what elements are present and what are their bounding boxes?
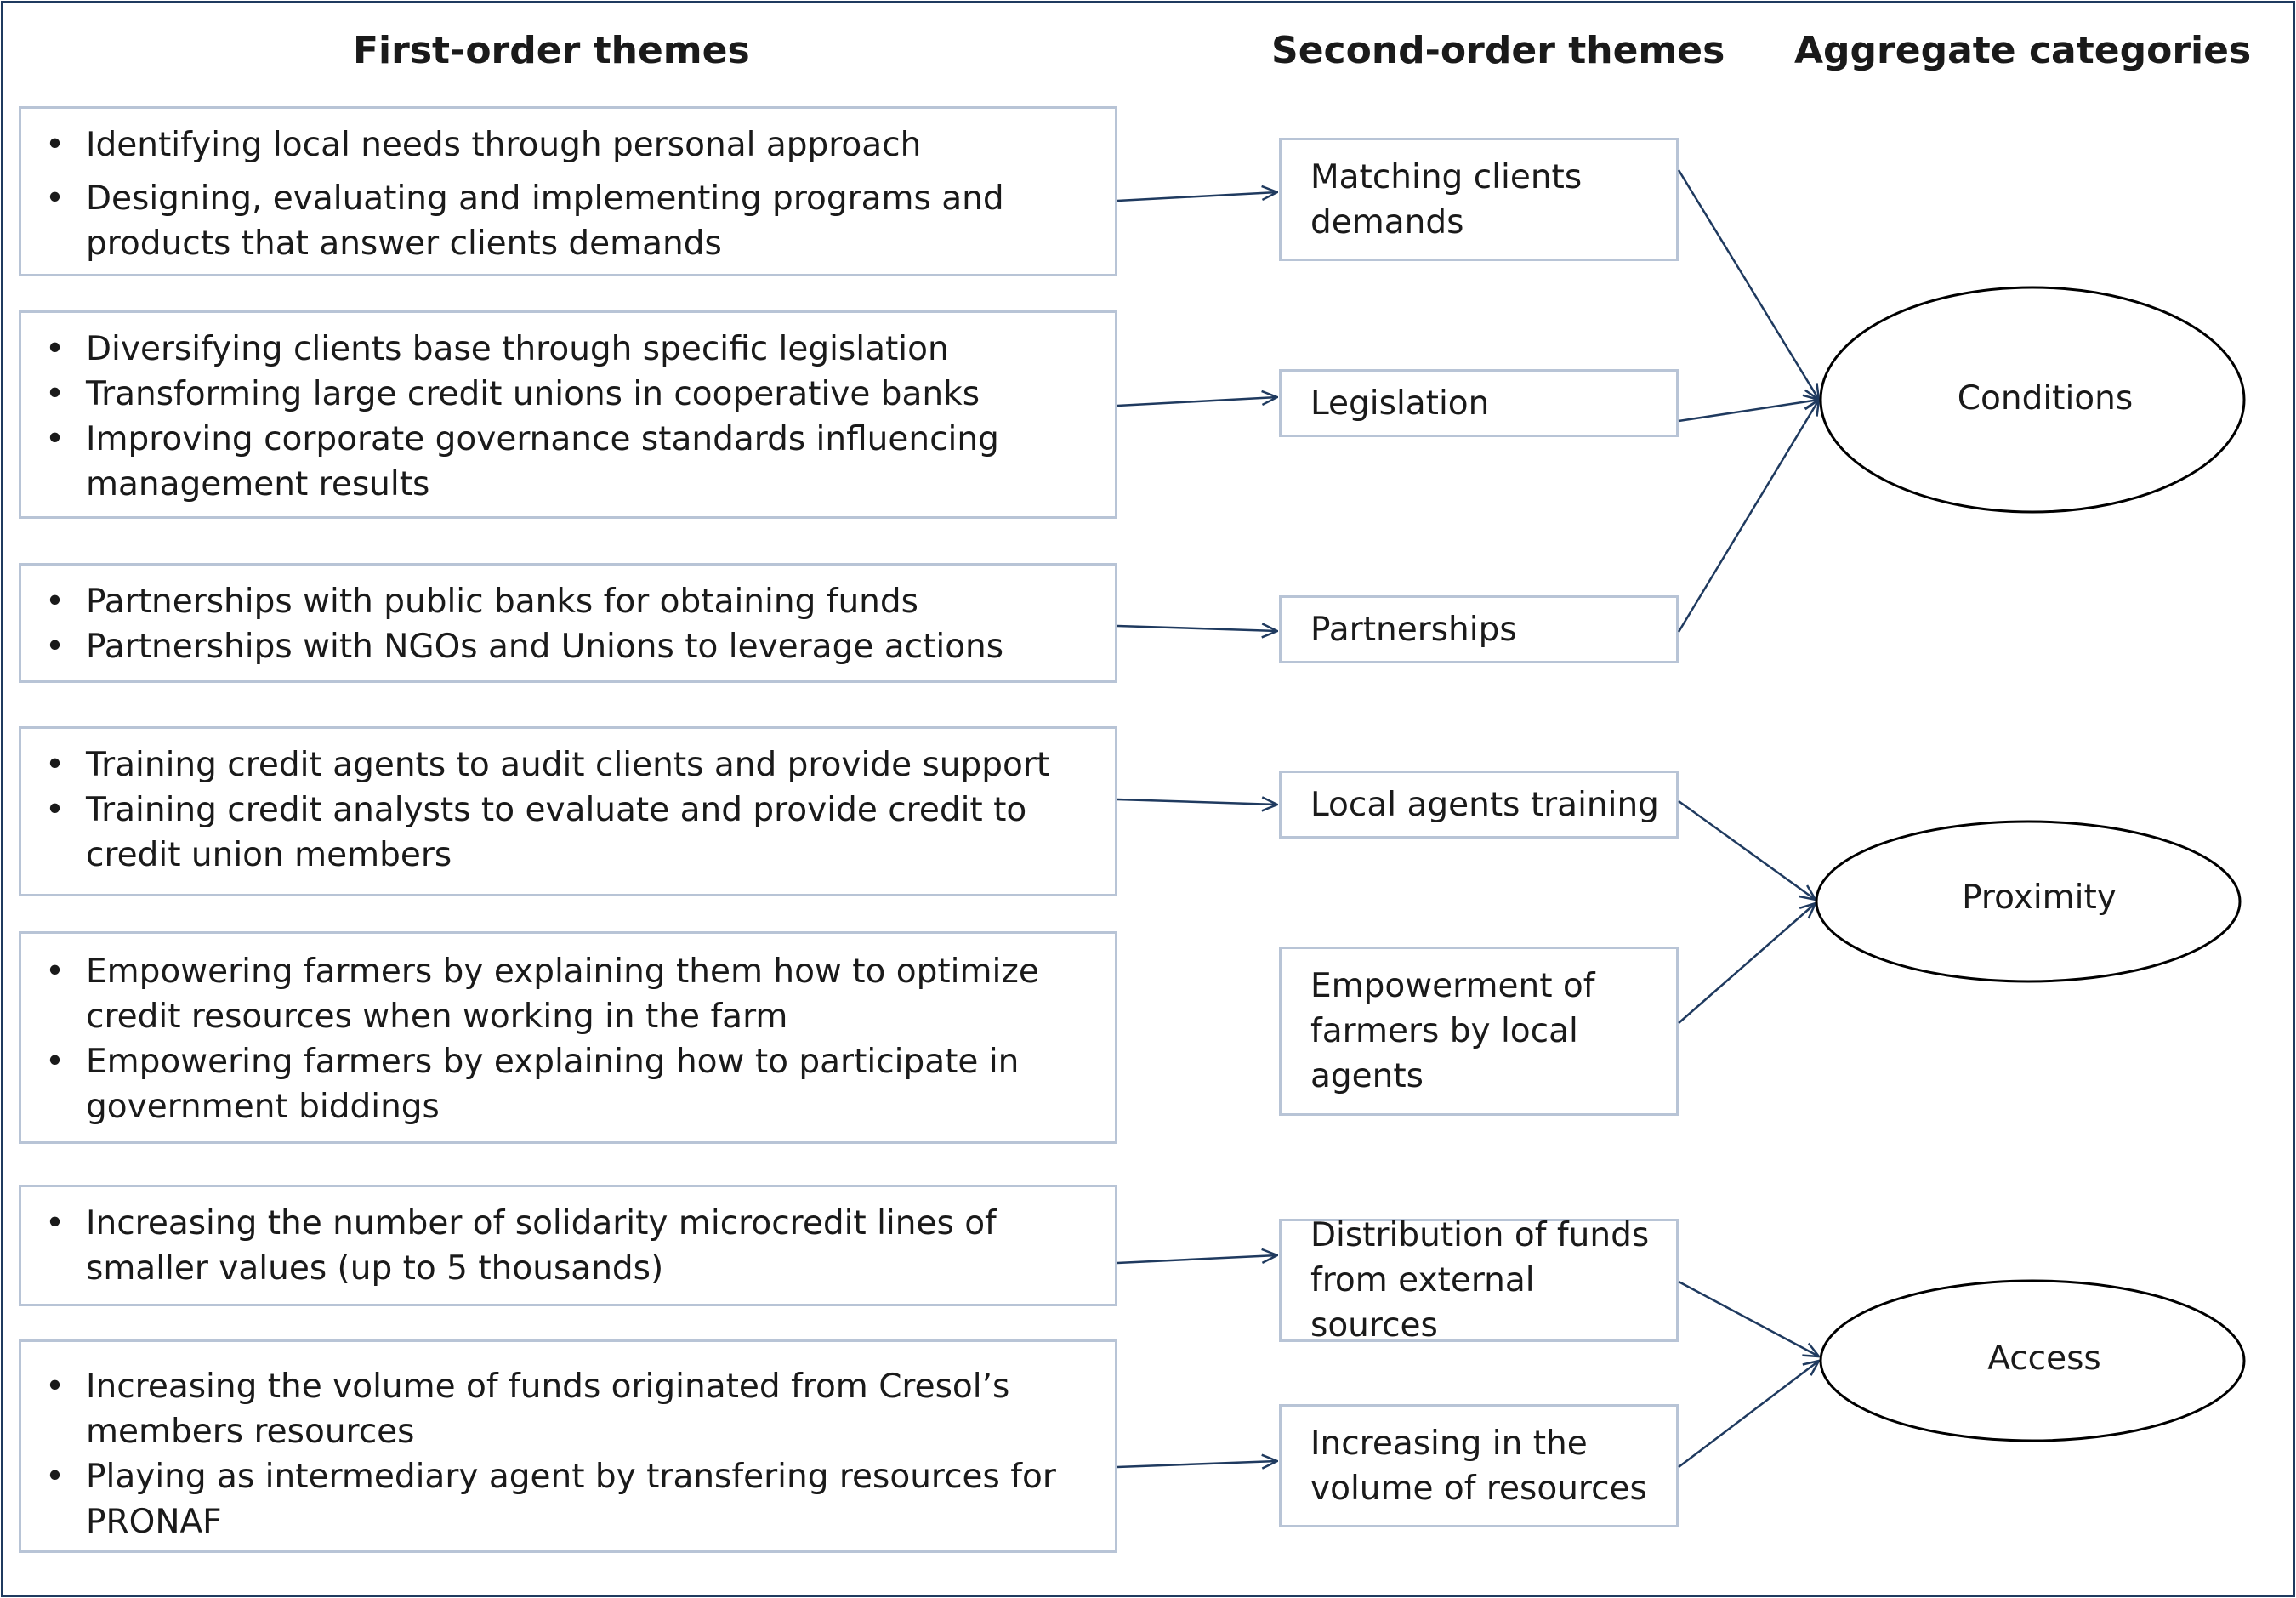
second-order-box-distribution: Distribution of funds from external sour… (1279, 1216, 1679, 1345)
second-order-label: Distribution of funds from external sour… (1310, 1216, 1650, 1345)
first-order-item: Empowering farmers by explaining how to … (21, 1039, 1098, 1129)
second-order-label: Local agents training (1310, 785, 1659, 824)
second-order-label: Partnerships (1310, 610, 1517, 649)
first-order-box-4: Training credit agents to audit clients … (19, 726, 1117, 896)
header-first-order: First-order themes (353, 29, 750, 72)
first-order-item: Training credit analysts to evaluate and… (21, 788, 1098, 878)
first-order-item: Identifying local needs through personal… (21, 122, 1098, 168)
second-order-label: Matching clients demands (1310, 157, 1583, 242)
header-second-order: Second-order themes (1271, 29, 1725, 72)
second-order-label: Legislation (1310, 384, 1490, 423)
first-order-item: Partnerships with NGOs and Unions to lev… (21, 624, 1098, 669)
first-order-item: Transforming large credit unions in coop… (21, 372, 1098, 417)
first-order-item: Diversifying clients base through specif… (21, 327, 1098, 372)
first-order-box-2: Diversifying clients base through specif… (19, 310, 1117, 519)
aggregate-proximity: Proximity (1962, 879, 2117, 917)
first-order-item: Increasing the number of solidarity micr… (21, 1201, 1098, 1291)
first-order-item: Designing, evaluating and implementing p… (21, 176, 1098, 266)
second-order-box-legislation: Legislation (1279, 369, 1679, 437)
second-order-box-partnerships: Partnerships (1279, 595, 1679, 663)
second-order-label: Empowerment of farmers by local agents (1310, 967, 1595, 1095)
first-order-item: Partnerships with public banks for obtai… (21, 579, 1098, 624)
first-order-box-3: Partnerships with public banks for obtai… (19, 563, 1117, 683)
second-order-label: Increasing in the volume of resources (1310, 1424, 1647, 1508)
first-order-box-7: Increasing the volume of funds originate… (19, 1339, 1117, 1553)
second-order-box-empowerment: Empowerment of farmers by local agents (1279, 947, 1679, 1116)
first-order-item: Training credit agents to audit clients … (21, 742, 1098, 788)
second-order-box-local-agents: Local agents training (1279, 771, 1679, 839)
first-order-item: Empowering farmers by explaining them ho… (21, 949, 1098, 1039)
first-order-box-5: Empowering farmers by explaining them ho… (19, 931, 1117, 1144)
first-order-item: Increasing the volume of funds originate… (21, 1364, 1098, 1454)
aggregate-access: Access (1987, 1339, 2101, 1378)
first-order-box-1: Identifying local needs through personal… (19, 106, 1117, 276)
header-aggregate: Aggregate categories (1794, 29, 2252, 72)
first-order-item: Improving corporate governance standards… (21, 417, 1098, 507)
second-order-box-matching: Matching clients demands (1279, 138, 1679, 261)
aggregate-conditions: Conditions (1957, 379, 2134, 418)
first-order-box-6: Increasing the number of solidarity micr… (19, 1185, 1117, 1306)
second-order-box-volume: Increasing in the volume of resources (1279, 1404, 1679, 1527)
first-order-item: Playing as intermediary agent by transfe… (21, 1454, 1098, 1544)
